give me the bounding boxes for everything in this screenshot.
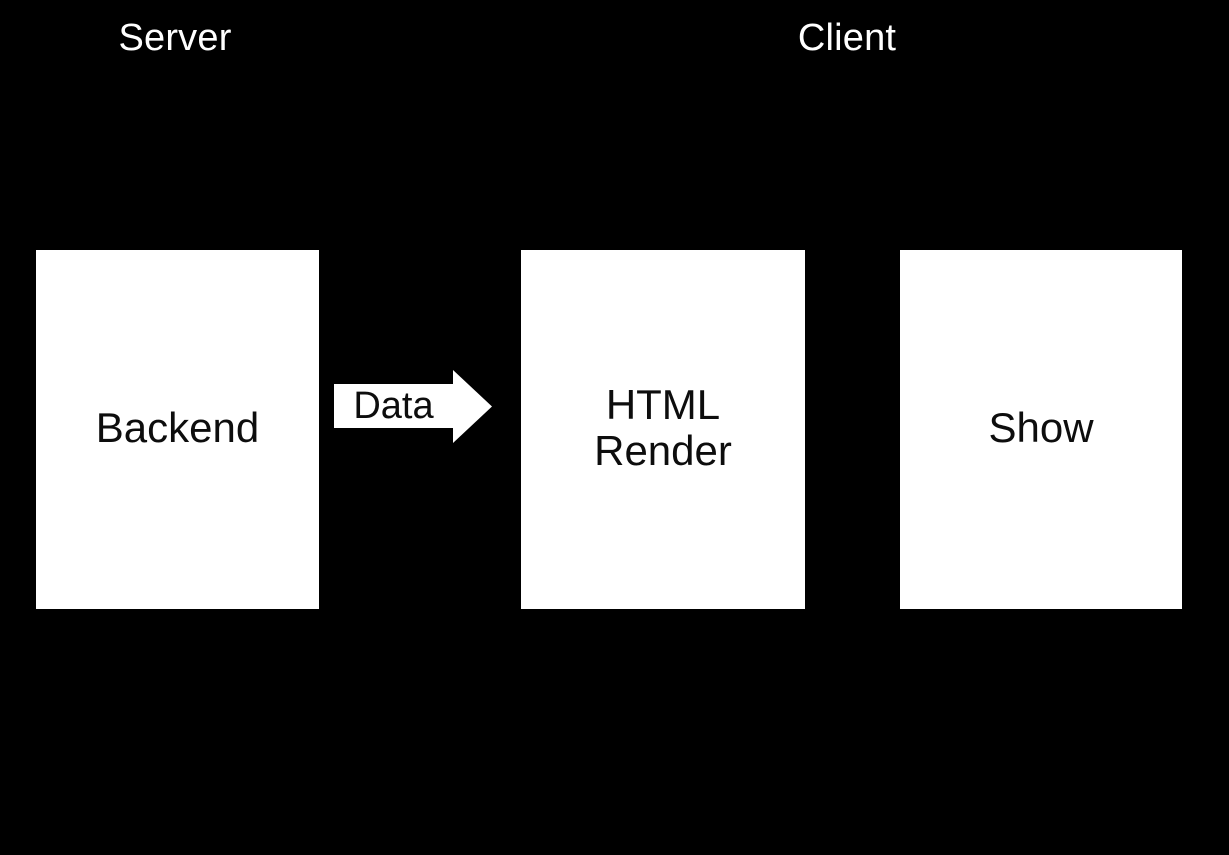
process-box-html-render[interactable]: HTML Render (521, 250, 805, 609)
arrow-right-icon (334, 370, 492, 443)
data-flow-arrow[interactable]: Data (334, 370, 492, 444)
process-box-show-label: Show (988, 403, 1094, 451)
process-box-html-render-label: HTML Render (594, 380, 732, 474)
lane-heading-server: Server (118, 17, 232, 59)
process-box-backend-label: Backend (95, 403, 260, 451)
process-box-backend[interactable]: Backend (36, 250, 319, 609)
process-box-show[interactable]: Show (900, 250, 1182, 609)
lane-heading-client: Client (797, 17, 897, 59)
data-flow-arrow-label: Data (353, 385, 434, 427)
